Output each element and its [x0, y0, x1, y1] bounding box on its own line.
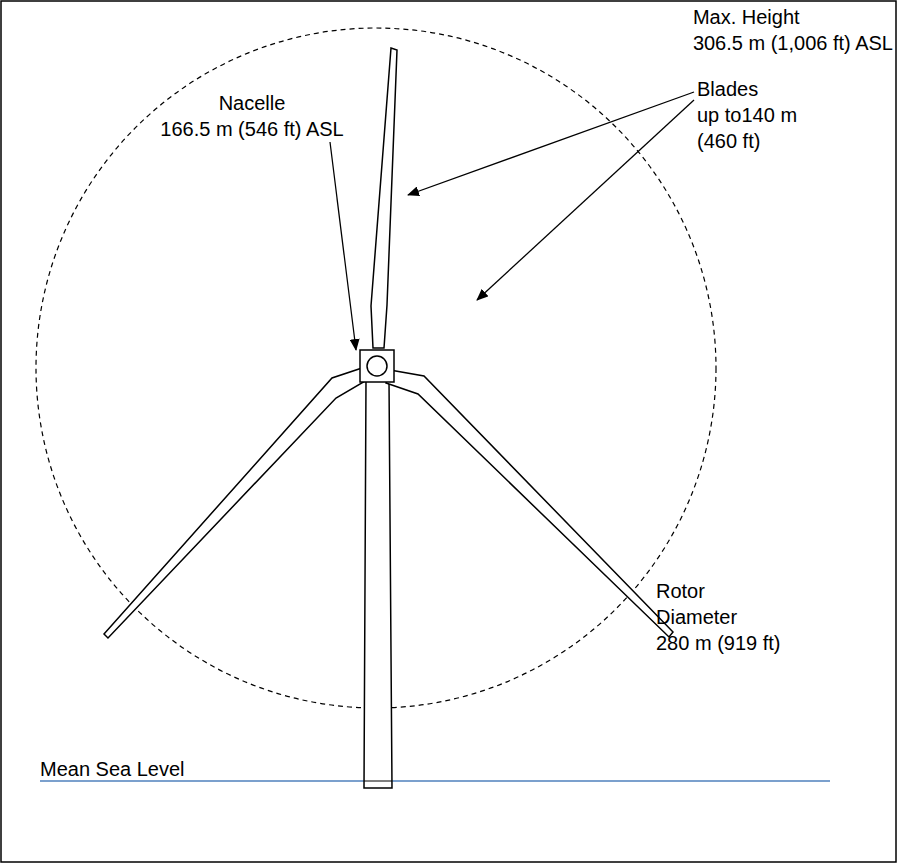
leader-line: [477, 100, 694, 300]
sea-level-line: [40, 780, 830, 782]
leader-line: [408, 92, 694, 195]
hub: [367, 356, 387, 376]
blade-right: [386, 370, 673, 637]
leader-line: [330, 142, 356, 350]
blade-top: [371, 48, 397, 348]
nacelle: [360, 350, 394, 382]
tower: [364, 380, 392, 788]
height-dimension: Max. Height 306.5 m (1,006 ft) ASL: [693, 4, 893, 56]
nacelle-dimension: Nacelle 166.5 m (546 ft) ASL: [160, 90, 343, 142]
blade-dimension: Blades up to140 m (460 ft): [697, 76, 797, 154]
blade-left: [104, 368, 367, 638]
sea-level-label: Mean Sea Level: [40, 756, 185, 782]
tower-waterline: [364, 781, 392, 782]
rotor-dimension: Rotor Diameter 280 m (919 ft): [656, 578, 781, 656]
